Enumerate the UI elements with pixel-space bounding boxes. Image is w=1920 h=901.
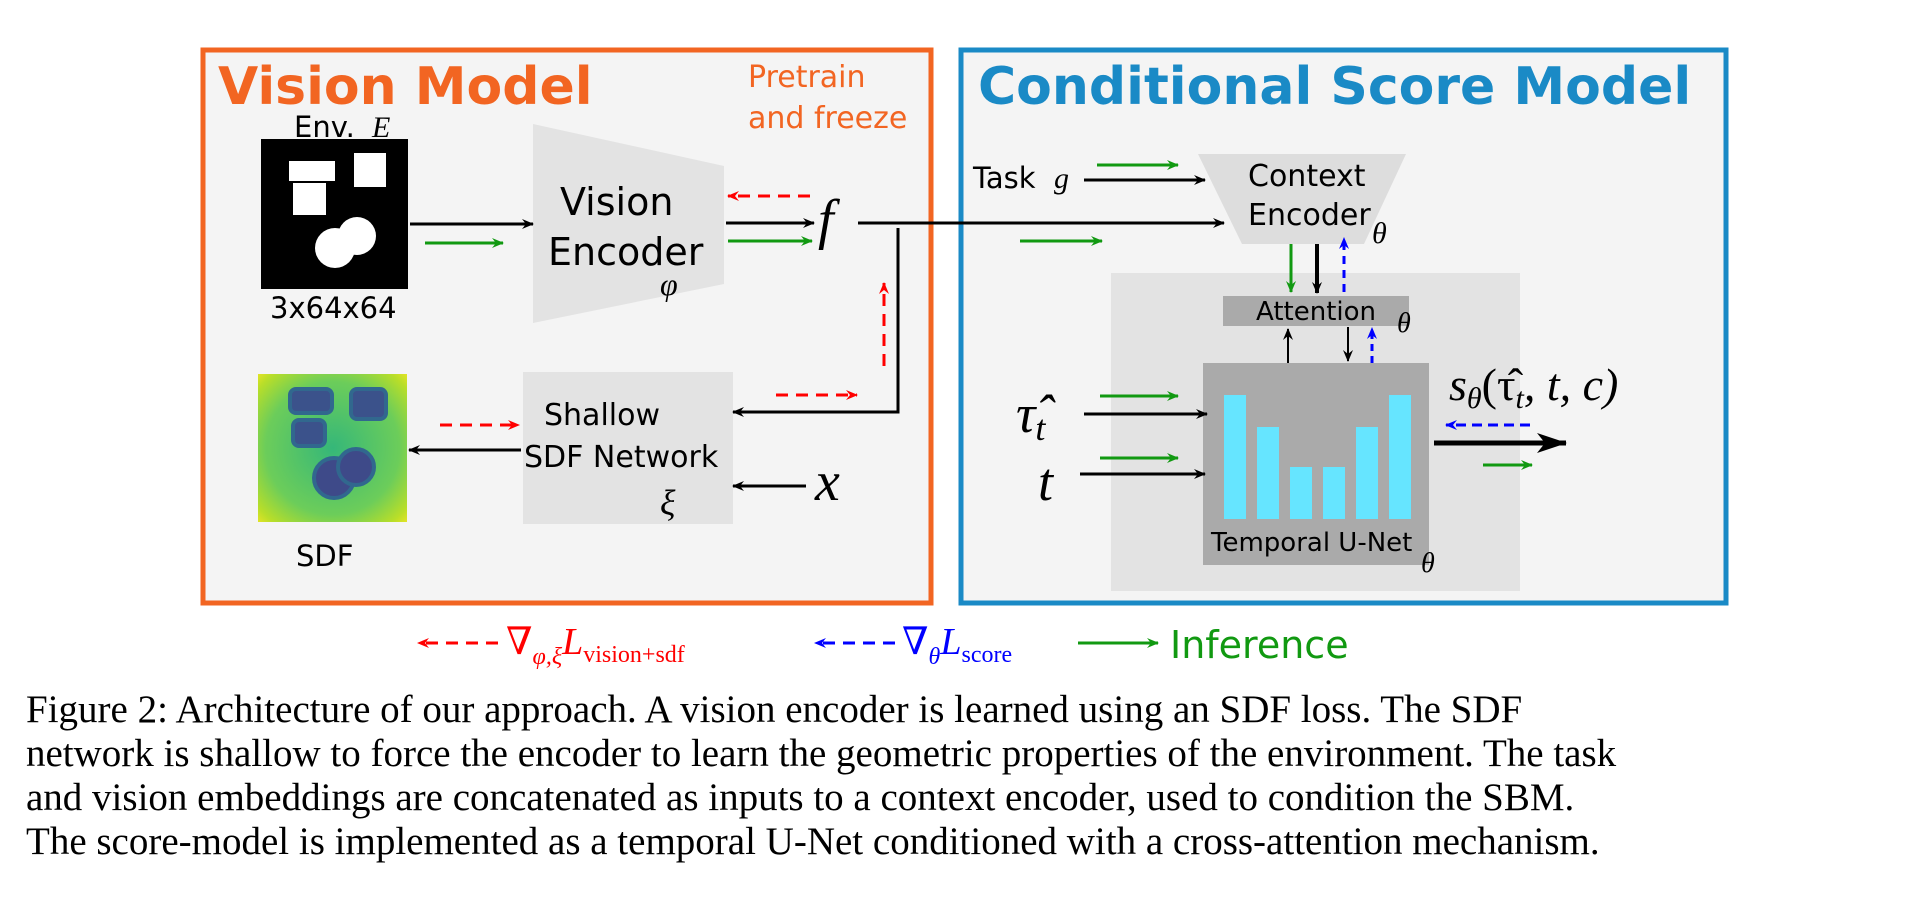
figure-caption: Figure 2: Architecture of our approach. … (26, 688, 1906, 864)
unet-bar-1 (1224, 395, 1246, 519)
env-label: Env. (294, 110, 355, 144)
legend-score-grad-label: ∇θLscore (902, 621, 1012, 670)
temporal-unet-param: θ (1421, 548, 1435, 579)
vision-encoder-block (533, 124, 724, 323)
pretrain-label-line2: and freeze (748, 101, 907, 136)
caption-line-1: Figure 2: Architecture of our approach. … (26, 688, 1523, 731)
unet-bar-4 (1323, 467, 1345, 519)
sdf-network-label-line1: Shallow (544, 398, 660, 433)
vision-encoder-param: φ (660, 266, 678, 302)
unet-bar-6 (1389, 395, 1411, 519)
legend: ∇φ,ξLvision+sdf ∇θLscore Inference (417, 621, 1349, 670)
attention-label: Attention (1256, 297, 1376, 327)
temporal-unet-label: Temporal U-Net (1210, 528, 1412, 558)
unet-bar-2 (1257, 427, 1279, 519)
context-encoder-block (1198, 154, 1406, 244)
context-encoder-param: θ (1372, 217, 1387, 250)
context-encoder-label-line1: Context (1248, 159, 1366, 194)
caption-line-4: The score-model is implemented as a temp… (26, 820, 1600, 863)
query-x: x (814, 451, 840, 513)
context-encoder-label-line2: Encoder (1248, 198, 1371, 233)
attention-param: θ (1397, 308, 1411, 339)
legend-inference-label: Inference (1170, 623, 1349, 667)
env-size-label: 3x64x64 (270, 291, 397, 325)
t-input: t (1038, 452, 1055, 512)
score-model-title: Conditional Score Model (978, 57, 1691, 117)
env-variable: E (371, 111, 390, 144)
unet-bars (1224, 395, 1411, 519)
vision-model-title: Vision Model (218, 57, 593, 117)
sdf-label: SDF (296, 539, 353, 573)
sdf-network-block (523, 372, 733, 524)
task-variable: g (1054, 162, 1069, 195)
vision-model-panel: Vision Model Pretrain and freeze Env. E … (200, 47, 934, 606)
task-label: Task (972, 161, 1036, 195)
legend-vision-grad-label: ∇φ,ξLvision+sdf (506, 621, 685, 670)
vision-encoder-label-line2: Encoder (548, 230, 704, 274)
attention-block (1223, 296, 1409, 326)
environment-image (261, 139, 408, 289)
unet-bar-5 (1356, 427, 1378, 519)
pretrain-label-line1: Pretrain (748, 60, 866, 95)
arrow-f-to-sdf-network (732, 228, 900, 417)
unet-bar-3 (1290, 467, 1312, 519)
score-output: sθ(τ̂t, t, c) (1449, 359, 1618, 415)
sdf-image (258, 374, 407, 522)
vision-encoder-label-line1: Vision (560, 180, 673, 224)
sdf-network-param: ξ (660, 483, 676, 523)
caption-line-2: network is shallow to force the encoder … (26, 732, 1617, 775)
score-model-panel: Conditional Score Model Context Encoder … (858, 47, 1729, 606)
sdf-network-label-line2: SDF Network (524, 440, 719, 475)
caption-line-3: and vision embeddings are concatenated a… (26, 776, 1575, 819)
